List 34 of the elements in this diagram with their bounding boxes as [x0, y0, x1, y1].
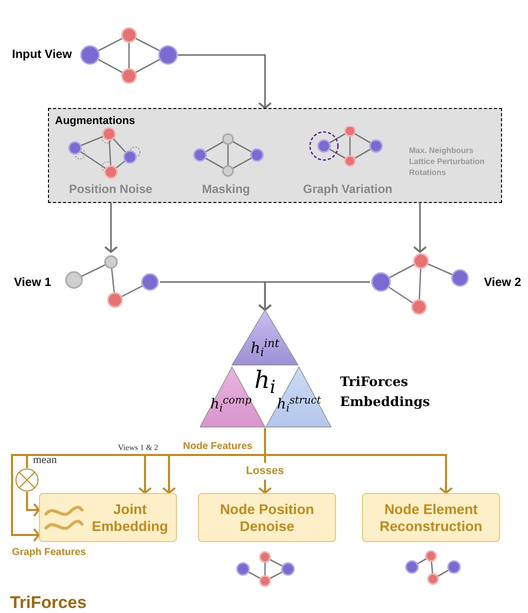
- text-label: Max. Neighbours: [409, 145, 474, 157]
- node-caption: TriForces Embeddings: [340, 374, 432, 412]
- arrow: [178, 54, 272, 109]
- text-label: Views 1 & 2: [118, 442, 158, 454]
- arrow: [104, 203, 118, 253]
- text-label: Graph Variation: [303, 181, 392, 198]
- mean-operator-circle: [15, 468, 39, 492]
- task-box: [39, 493, 177, 542]
- graph-drawing: [80, 26, 178, 84]
- text-label: Masking: [202, 181, 250, 198]
- graph-drawing: [370, 252, 470, 316]
- task-box: [362, 493, 500, 542]
- text-label: Node Features: [183, 440, 252, 454]
- text-label: Lattice Perturbation: [409, 156, 485, 168]
- edge-label: Losses: [246, 464, 284, 479]
- text-label: Graph Features: [12, 546, 86, 560]
- math-symbol: h$_{i}$: [254, 365, 276, 398]
- arrow: [258, 281, 370, 311]
- node-caption: mean: [33, 453, 57, 468]
- task-box: [198, 493, 336, 542]
- title: TriForces: [10, 592, 87, 613]
- node-caption: Input View: [12, 46, 72, 63]
- augmentations-panel: [48, 108, 502, 203]
- node-caption: View 2: [484, 274, 522, 291]
- arrow: [11, 428, 266, 542]
- arrow: [413, 203, 427, 253]
- task-label: Node Element Reconstruction: [378, 500, 484, 534]
- node-caption: View 1: [14, 274, 52, 291]
- arrow: [26, 492, 40, 517]
- panel-heading: Augmentations: [55, 114, 136, 129]
- text-label: Position Noise: [69, 181, 152, 198]
- text-label: Rotations: [409, 167, 446, 179]
- task-label: Node Position Denoise: [218, 500, 316, 534]
- task-label: Joint Embedding: [90, 500, 170, 534]
